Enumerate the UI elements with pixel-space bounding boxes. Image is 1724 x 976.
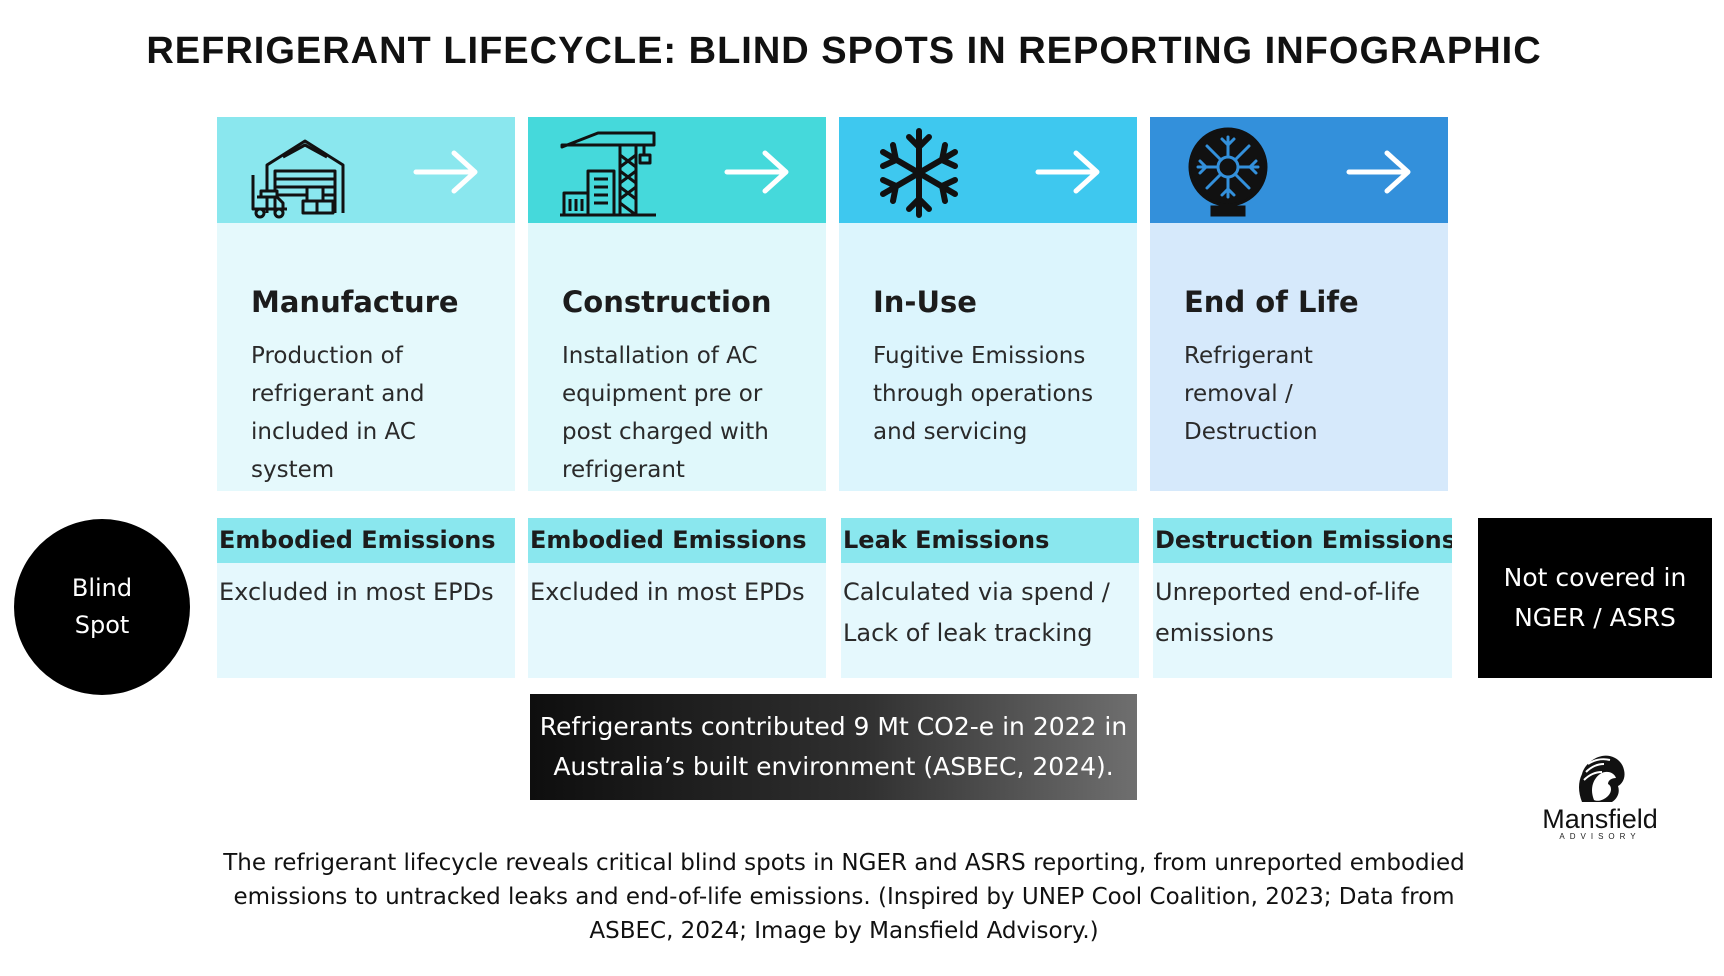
blind-spot-badge: Blind Spot [14,519,190,695]
arrow-right-icon [413,150,478,194]
statistic-banner: Refrigerants contributed 9 Mt CO2-e in 2… [530,694,1137,800]
stage-header [528,117,826,223]
emission-note: Unreported end-of-life emissions [1155,578,1421,647]
globe-disposal-icon [1188,127,1268,217]
not-covered-line-2: NGER / ASRS [1514,603,1676,632]
not-covered-box: Not covered in NGER / ASRS [1478,518,1712,678]
caption-line-2: emissions to untracked leaks and end-of-… [233,884,1455,910]
stage-card-in-use: In-Use Fugitive Emissions through operat… [839,117,1137,491]
stage-description: Production of refrigerant and included i… [251,343,425,483]
statistic-line-2: Australia’s built environment (ASBEC, 20… [553,752,1114,781]
arrow-right-icon [724,150,789,194]
stage-body: In-Use Fugitive Emissions through operat… [839,223,1137,491]
not-covered-line-1: Not covered in [1503,563,1687,592]
emission-box-construction: Embodied Emissions Excluded in most EPDs [528,518,826,678]
blind-spot-line-2: Spot [74,611,130,639]
arrow-right-icon [1346,150,1411,194]
mansfield-logo: Mansfield ADVISORY [1525,752,1675,852]
caption-line-1: The refrigerant lifecycle reveals critic… [223,850,1465,876]
emission-box-in-use: Leak Emissions Calculated via spend / La… [841,518,1139,678]
stage-description: Installation of AC equipment pre or post… [562,343,769,483]
warehouse-forklift-icon [251,139,345,219]
emission-type: Destruction Emissions [1153,518,1452,563]
stage-card-end-of-life: End of Life Refrigerant removal / Destru… [1150,117,1448,491]
stage-header [217,117,515,223]
blind-spot-line-1: Blind [71,574,133,602]
emission-box-end-of-life: Destruction Emissions Unreported end-of-… [1153,518,1452,678]
emission-note: Excluded in most EPDs [219,578,494,606]
stage-body: End of Life Refrigerant removal / Destru… [1150,223,1448,491]
stage-title: End of Life [1184,285,1359,319]
caption-line-3: ASBEC, 2024; Image by Mansfield Advisory… [589,918,1099,944]
emission-note: Calculated via spend / Lack of leak trac… [843,578,1110,647]
logo-subtitle: ADVISORY [1559,832,1641,841]
stage-header [839,117,1137,223]
arrow-right-icon [1035,150,1100,194]
building-crane-icon [560,131,656,217]
stage-title: Construction [562,285,772,319]
emission-box-manufacture: Embodied Emissions Excluded in most EPDs [217,518,515,678]
page-title: REFRIGERANT LIFECYCLE: BLIND SPOTS IN RE… [146,30,1542,72]
stage-header [1150,117,1448,223]
stage-body: Construction Installation of AC equipmen… [528,223,826,491]
snowflake-icon [880,128,958,218]
statistic-line-1: Refrigerants contributed 9 Mt CO2-e in 2… [539,712,1128,741]
stage-card-manufacture: Manufacture Production of refrigerant an… [217,117,515,491]
emission-note: Excluded in most EPDs [530,578,805,606]
logo-name: Mansfield [1542,804,1658,834]
stage-description: Refrigerant removal / Destruction [1184,343,1318,445]
emission-type: Leak Emissions [841,518,1139,563]
stage-title: Manufacture [251,285,459,319]
stage-body: Manufacture Production of refrigerant an… [217,223,515,491]
lion-head-icon [1579,755,1625,802]
figure-caption: The refrigerant lifecycle reveals critic… [200,846,1488,948]
stage-card-construction: Construction Installation of AC equipmen… [528,117,826,491]
emission-type: Embodied Emissions [528,518,826,563]
emission-type: Embodied Emissions [217,518,515,563]
stage-description: Fugitive Emissions through operations an… [873,343,1094,445]
stage-title: In-Use [873,285,977,319]
